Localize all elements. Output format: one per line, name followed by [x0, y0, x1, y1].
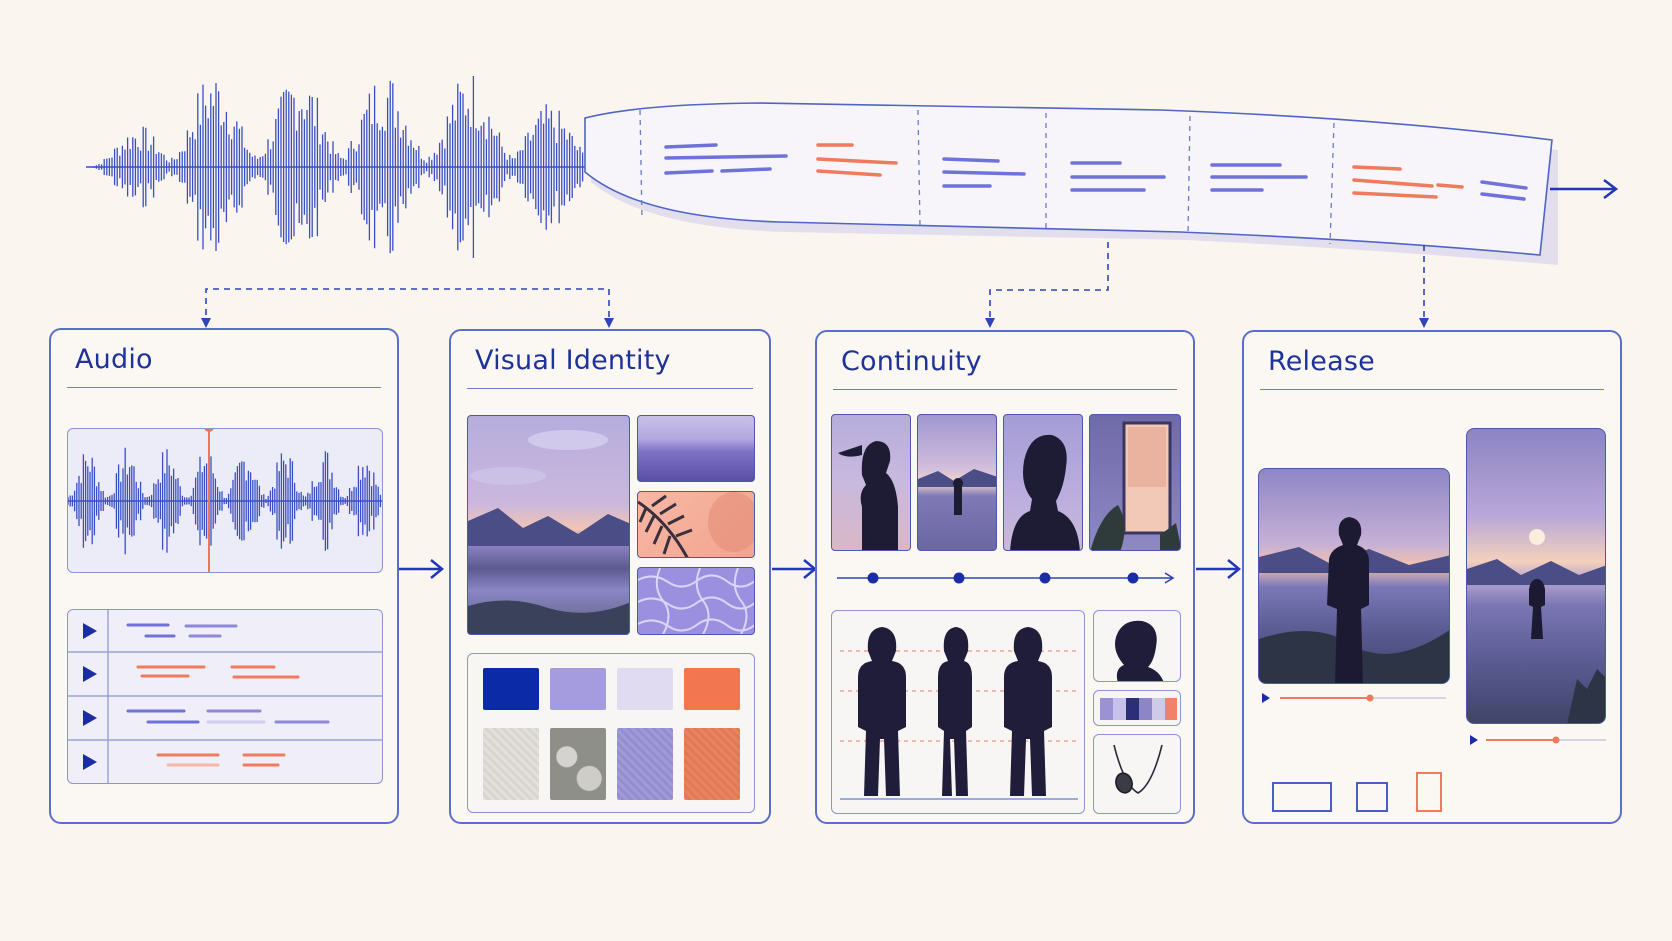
format-1x1[interactable] [1356, 782, 1388, 812]
vertical-player-controls[interactable] [1468, 732, 1608, 748]
prop-reference [1093, 734, 1181, 814]
shot-timeline[interactable] [837, 568, 1187, 588]
play-icon[interactable] [80, 664, 100, 684]
format-16x9[interactable] [1272, 782, 1332, 812]
arrow-right-icon [399, 559, 444, 579]
track-list [67, 609, 383, 784]
landscape-image [467, 415, 630, 635]
audio-panel: Audio [49, 328, 399, 824]
panel-title: Visual Identity [475, 345, 671, 376]
arrow-right-icon [1196, 559, 1241, 579]
face-closeup [1093, 610, 1181, 682]
color-palette [467, 653, 755, 813]
play-icon [1470, 735, 1478, 745]
play-icon[interactable] [80, 752, 100, 772]
master-waveform [86, 76, 641, 258]
storyboard-frame-3[interactable] [1003, 414, 1083, 551]
waveform-editor[interactable] [67, 428, 383, 573]
swatch-coral[interactable] [684, 668, 740, 710]
palm-shadow-image [637, 491, 755, 558]
flower-field-image [637, 415, 755, 482]
panel-title: Audio [75, 344, 153, 375]
landscape-player-controls[interactable] [1260, 690, 1450, 706]
texture-paper[interactable] [483, 728, 539, 800]
play-icon[interactable] [80, 621, 100, 641]
swatch-blue[interactable] [483, 668, 539, 710]
track-text-lines [126, 623, 330, 767]
texture-leaf-shadow[interactable] [550, 728, 606, 800]
play-icon [1262, 693, 1270, 703]
continuity-panel: Continuity [815, 330, 1195, 824]
texture-lavender[interactable] [617, 728, 673, 800]
pendant-icon [1113, 744, 1163, 794]
track-grid [68, 610, 382, 783]
swatch-pale-lilac[interactable] [617, 668, 673, 710]
storyboard-frame-1[interactable] [831, 414, 911, 551]
release-panel: Release [1242, 330, 1622, 824]
playhead-icon[interactable] [199, 428, 219, 573]
storyboard-frame-2[interactable] [917, 414, 997, 551]
landscape-video-frame[interactable] [1258, 468, 1450, 684]
swatch-lavender[interactable] [550, 668, 606, 710]
format-9x16[interactable] [1416, 772, 1442, 812]
arrow-right-icon [1550, 179, 1619, 199]
dashed-connectors [201, 242, 1429, 328]
water-caustics-image [637, 567, 755, 635]
play-icon[interactable] [80, 708, 100, 728]
panel-title: Release [1268, 346, 1375, 377]
color-strip [1093, 690, 1181, 726]
vertical-video-frame[interactable] [1466, 428, 1606, 724]
storyboard-frame-4[interactable] [1089, 414, 1181, 551]
divider [1260, 389, 1604, 390]
divider [67, 387, 381, 388]
divider [833, 389, 1177, 390]
waveform [68, 447, 382, 555]
divider [467, 388, 753, 389]
visual-identity-panel: Visual Identity [449, 329, 771, 824]
script-ribbon [584, 102, 1558, 265]
character-turnaround [831, 610, 1085, 814]
texture-coral[interactable] [684, 728, 740, 800]
panel-title: Continuity [841, 346, 982, 377]
